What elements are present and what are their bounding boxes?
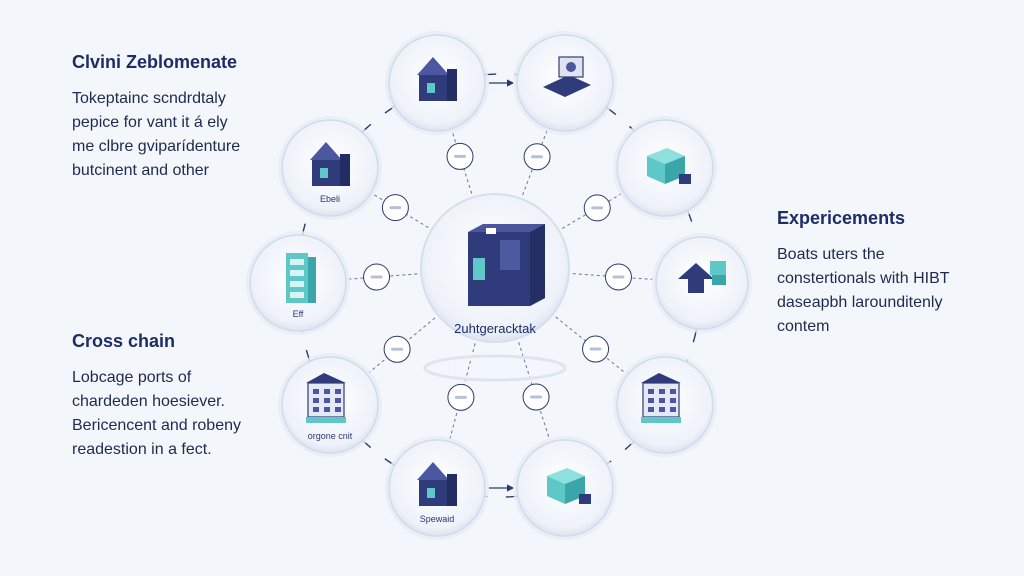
node-label: Eff [293,309,304,319]
node-n1 [385,31,489,135]
badge-mark [589,347,602,351]
badge-mark [454,154,467,158]
left-bottom-line: Lobcage ports of [72,369,192,386]
badge-mark [391,347,404,351]
badge-mark [370,275,383,279]
right-mid-body: Boats uters the constertionals with HIBT… [777,243,950,339]
left-bottom-title: Cross chain [72,331,176,351]
arrow-icon [678,261,726,293]
server-cabinet-icon [468,224,545,306]
house-icon [417,462,457,506]
node-n2 [513,31,617,135]
node-n9: Spewaid [385,436,489,540]
left-bottom-line: Bericencent and robeny [72,417,241,434]
node-n4 [652,233,752,333]
left-bottom-line: readestion in a fect. [72,441,212,458]
left-top-text-block: Clvini Zeblomenate Tokeptainc scndrdtaly… [72,52,240,183]
building-icon [306,373,346,423]
connector-badges [363,142,632,411]
left-top-line: Tokeptainc scndrdtaly [72,90,226,107]
left-bottom-text-block: Cross chain Lobcage ports of chardeden h… [72,331,241,462]
house-icon [310,142,350,186]
right-mid-title: Expericements [777,208,906,228]
teal-box-icon [647,148,691,184]
hub-shadow-arc [423,354,567,382]
right-mid-text-block: Expericements Boats uters the constertio… [777,208,950,339]
machine-icon [543,56,591,97]
node-label: Ebeli [320,194,340,204]
badge-mark [530,395,543,399]
left-bottom-body: Lobcage ports of chardeden hoesiever. Be… [72,366,241,462]
right-mid-line: daseapbh larounditenly [777,294,943,311]
house-icon [417,57,457,101]
right-mid-line: Boats uters the [777,246,885,263]
badge-mark [454,395,467,399]
left-top-line: butcinent and other [72,162,209,179]
node-n8: orgone cnit [278,353,382,457]
node-label: Spewaid [420,514,455,524]
spoke-line [572,273,653,280]
node-label: orgone cnit [308,431,353,441]
tower-icon [286,253,316,303]
badge-mark [591,206,604,210]
node-n6: Ebeli [278,116,382,220]
badge-mark [531,155,544,159]
right-mid-line: constertionals with HIBT [777,270,950,287]
right-mid-line: contem [777,318,830,335]
building-icon [641,373,681,423]
left-top-line: pepice for vant it á ely [72,114,228,131]
badge-mark [389,206,402,210]
left-top-body: Tokeptainc scndrdtaly pepice for vant it… [72,87,240,183]
spoke-line [518,342,551,441]
hub-node: 2uhtgeracktak [420,193,570,382]
node-n7: Eff [246,231,350,335]
node-n10 [513,436,617,540]
left-bottom-line: chardeden hoesiever. [72,393,225,410]
left-top-line: me clbre gviparídenture [72,138,241,155]
hub-label: 2uhtgeracktak [454,321,536,336]
left-top-title: Clvini Zeblomenate [72,52,238,72]
node-n5 [613,353,717,457]
teal-box-icon [547,468,591,504]
badge-mark [612,275,625,279]
node-n3 [613,116,717,220]
